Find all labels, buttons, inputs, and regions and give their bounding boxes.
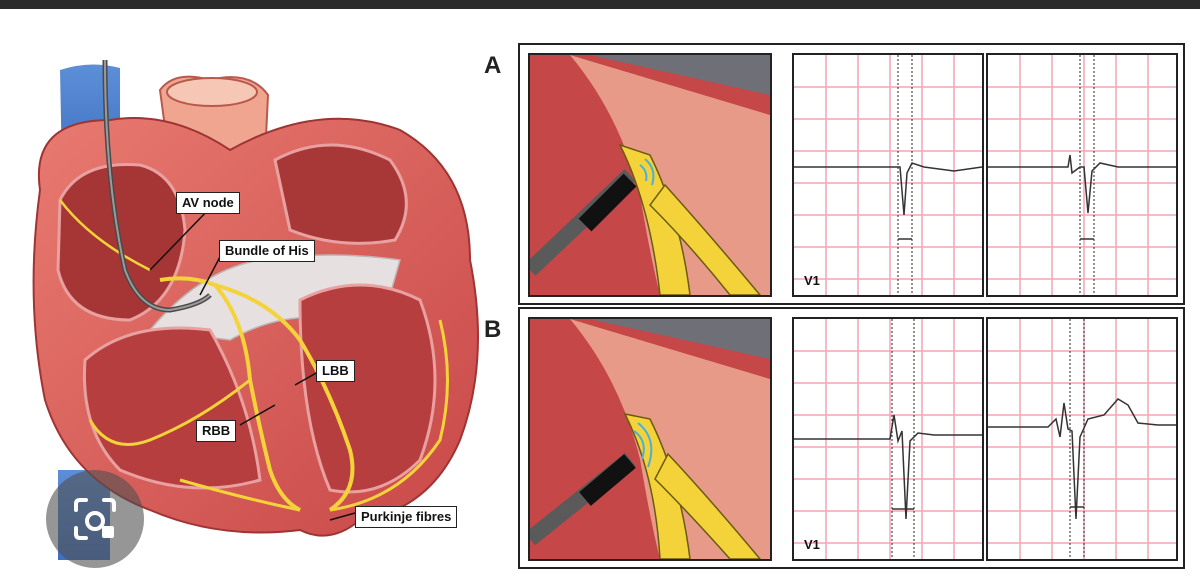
panel-b-illustration [528,317,772,561]
panel-a-letter: A [484,52,502,79]
ecg-grid [988,55,1176,295]
panel-a-illustration [528,53,772,297]
panel-b-letter: B [484,316,502,343]
lbb-label: LBB [316,360,355,382]
camera-lens-icon [74,498,116,540]
lead-label: V1 [804,537,820,552]
image-search-button[interactable] [46,470,144,568]
panel-a-ecg-1: V1 [792,53,984,297]
lead-label: V1 [804,273,820,288]
panel-a-ecg-2 [986,53,1178,297]
panel-b-ecg-2 [986,317,1178,561]
av-node-label: AV node [176,192,240,214]
purkinje-fibres-label: Purkinje fibres [355,506,458,528]
rbb-label: RBB [196,420,237,442]
top-bar [0,0,1200,9]
panel-b-ecg-1: V1 [792,317,984,561]
bundle-of-his-label: Bundle of His [219,240,315,262]
ecg-grid [794,55,982,295]
heart-illustration [32,59,479,560]
